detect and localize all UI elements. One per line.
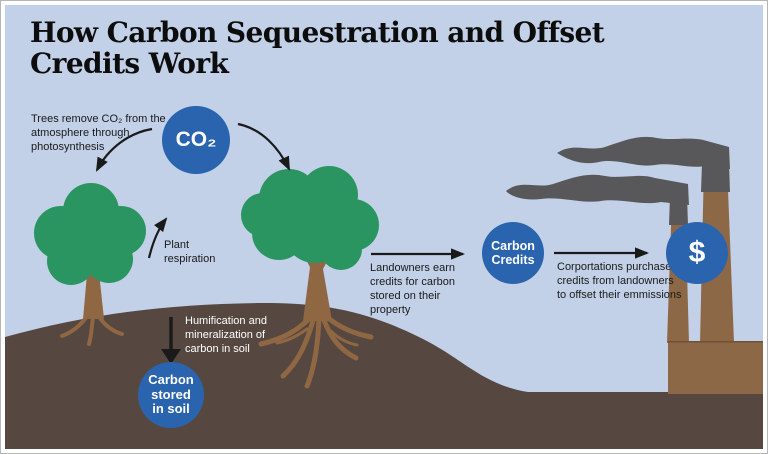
tree-left <box>34 183 146 346</box>
label-humification: Humification and mineralization of carbo… <box>185 315 267 356</box>
factory-building <box>668 341 763 394</box>
node-money-label: $ <box>688 236 706 270</box>
tree-right-canopy <box>241 166 379 270</box>
page-title: How Carbon Sequestration and Offset Cred… <box>30 16 605 81</box>
smokestack-cap-right <box>701 163 730 192</box>
label-plant-respiration: Plant respiration <box>164 239 216 266</box>
label-corporations: Corportations purchase credits from land… <box>557 261 682 302</box>
node-carbon-stored-label: Carbon stored in soil <box>148 372 194 417</box>
factory-roof-edge <box>668 341 763 343</box>
arrow-co2-to-right-tree <box>237 122 290 171</box>
label-landowners: Landowners earn credits for carbon store… <box>370 262 456 317</box>
smoke-plume-upper <box>557 136 730 169</box>
node-carbon-credits: Carbon Credits <box>482 222 544 284</box>
label-photosynthesis: Trees remove CO₂ from the atmosphere thr… <box>31 113 166 154</box>
flow-arrows <box>96 122 650 260</box>
node-carbon-stored-in-soil: Carbon stored in soil <box>138 362 204 428</box>
tree-right <box>241 166 379 389</box>
text-overlay: How Carbon Sequestration and Offset Cred… <box>5 5 763 449</box>
arrow-plant-respiration <box>147 217 168 259</box>
node-money: $ <box>666 222 728 284</box>
tree-left-canopy <box>34 183 146 285</box>
node-co2: CO₂ <box>162 106 230 174</box>
arrow-co2-to-left-tree <box>96 127 153 172</box>
node-carbon-credits-label: Carbon Credits <box>491 239 535 267</box>
smoke-plume-lower <box>506 174 689 205</box>
arrow-humification-down <box>161 317 181 364</box>
factory <box>506 136 763 394</box>
node-co2-label: CO₂ <box>175 128 217 152</box>
sky-background: How Carbon Sequestration and Offset Cred… <box>5 5 763 449</box>
